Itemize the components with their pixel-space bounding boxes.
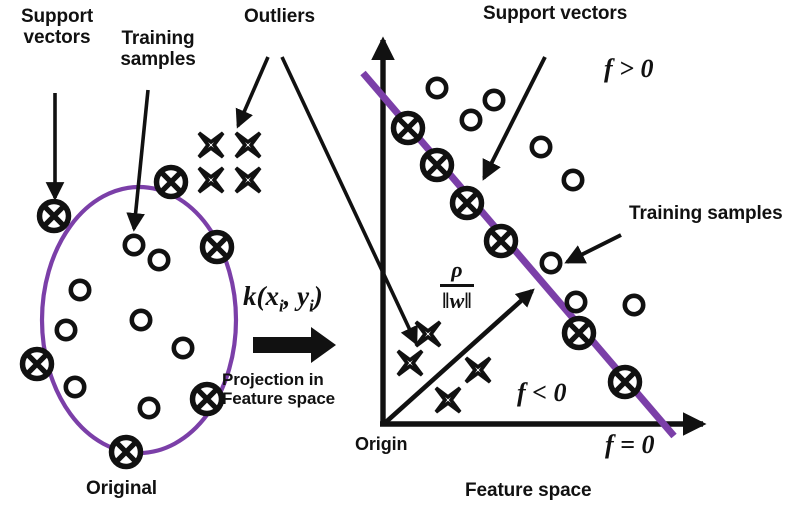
training-sample xyxy=(125,236,143,254)
support-vector xyxy=(611,368,640,397)
support-vector xyxy=(40,202,69,231)
margin-numerator: ρ xyxy=(451,257,463,282)
support-vector xyxy=(193,385,222,414)
f-positive-label: f > 0 xyxy=(604,54,654,83)
original-space-panel xyxy=(23,89,262,467)
training-sample xyxy=(542,254,560,272)
outlier xyxy=(234,166,262,194)
support-vectors-right-arrow xyxy=(482,56,547,181)
fraction-bar xyxy=(440,284,474,287)
training-samples-right-label: Training samples xyxy=(629,203,783,224)
outliers-annotation-arrows xyxy=(235,56,418,346)
support-vectors-left-label: Support vectors xyxy=(20,6,94,49)
training-sample xyxy=(462,111,480,129)
kernel-x: x xyxy=(265,281,280,311)
training-samples-left-arrow xyxy=(126,89,150,232)
support-vector xyxy=(23,350,52,379)
training-sample xyxy=(66,378,84,396)
training-sample xyxy=(174,339,192,357)
outlier xyxy=(197,166,225,194)
outliers-arrow-right xyxy=(280,56,418,346)
feature-space-caption-label: Feature space xyxy=(465,480,592,501)
kernel-comma: , xyxy=(283,281,298,311)
kernel-x-subscript: i xyxy=(279,296,284,316)
outlier-group-left xyxy=(197,131,262,194)
outlier xyxy=(414,320,442,348)
outliers-arrow-left xyxy=(235,56,270,129)
training-sample xyxy=(132,311,150,329)
support-vector xyxy=(157,168,186,197)
feature-space-panel xyxy=(360,36,707,439)
outlier xyxy=(464,356,492,384)
outlier xyxy=(434,386,462,414)
training-sample xyxy=(71,281,89,299)
support-vector xyxy=(487,227,516,256)
kernel-y: y xyxy=(297,281,310,311)
origin-label: Origin xyxy=(355,434,408,454)
support-vector xyxy=(565,319,594,348)
training-sample xyxy=(625,296,643,314)
training-samples-left-label: Training samples xyxy=(120,28,196,71)
training-sample xyxy=(567,293,585,311)
training-sample xyxy=(532,138,550,156)
margin-arrow xyxy=(384,288,535,424)
training-samples-right-arrow xyxy=(564,233,622,264)
outlier xyxy=(197,131,225,159)
training-sample-group-left xyxy=(57,236,192,417)
support-vectors-right-label: Support vectors xyxy=(483,3,628,24)
support-vector xyxy=(453,189,482,218)
kernel-y-subscript: i xyxy=(309,296,314,316)
training-sample xyxy=(428,79,446,97)
training-sample xyxy=(564,171,582,189)
f-zero-label: f = 0 xyxy=(605,430,655,459)
outlier xyxy=(234,131,262,159)
training-sample xyxy=(140,399,158,417)
support-vector xyxy=(203,233,232,262)
outlier xyxy=(396,349,424,377)
kernel-function-label: k(xi, yi) xyxy=(243,281,323,316)
f-negative-label: f < 0 xyxy=(517,378,567,407)
support-vector xyxy=(394,114,423,143)
margin-denominator: ‖w‖ xyxy=(442,288,472,313)
margin-fraction-label: ρ ‖w‖ xyxy=(440,257,474,314)
projection-caption-label: Projection in Feature space xyxy=(222,370,336,409)
support-vector xyxy=(112,438,141,467)
projection-arrow xyxy=(253,327,336,363)
training-sample xyxy=(485,91,503,109)
kernel-close-paren: ) xyxy=(313,281,323,311)
outliers-label: Outliers xyxy=(244,6,315,27)
original-caption-label: Original xyxy=(86,478,157,499)
training-sample xyxy=(150,251,168,269)
training-sample xyxy=(57,321,75,339)
kernel-k: k( xyxy=(243,281,266,311)
support-vector xyxy=(423,151,452,180)
